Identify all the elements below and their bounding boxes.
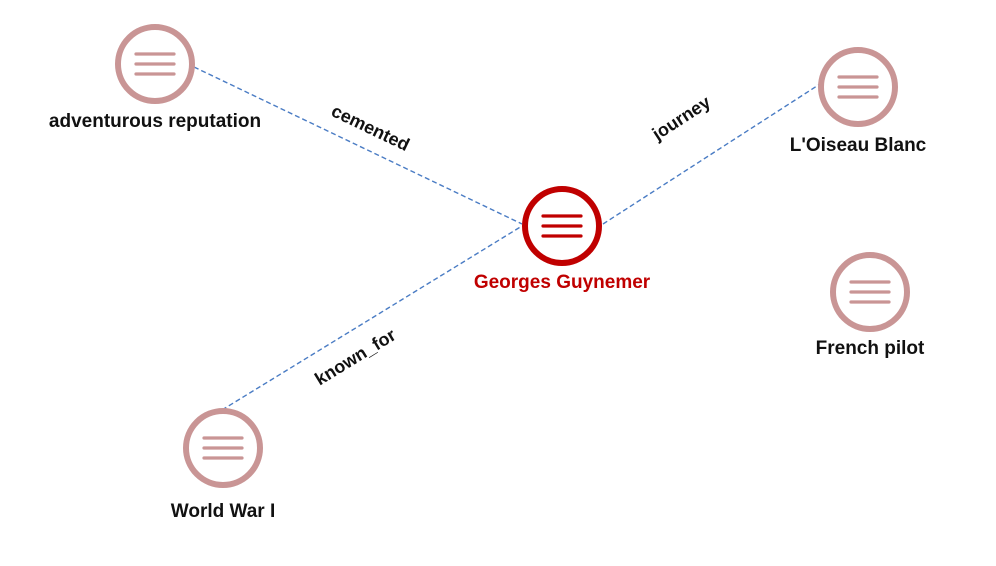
node-label: Georges Guynemer bbox=[474, 272, 651, 293]
edges-layer bbox=[193, 66, 821, 411]
hamburger-menu-icon bbox=[541, 214, 583, 238]
hamburger-menu-icon bbox=[202, 436, 244, 460]
node-french[interactable]: French pilot bbox=[816, 252, 925, 359]
node-adventurous[interactable]: adventurous reputation bbox=[49, 24, 261, 132]
hamburger-menu-icon bbox=[849, 280, 891, 304]
node-label: French pilot bbox=[816, 338, 925, 359]
hamburger-menu-icon bbox=[837, 75, 879, 99]
edge-label-known-for: known_for bbox=[311, 325, 399, 390]
node-oiseau[interactable]: L'Oiseau Blanc bbox=[790, 47, 927, 156]
node-label: World War I bbox=[171, 501, 276, 522]
edge-labels-layer: cemented journey known_for bbox=[311, 92, 714, 389]
node-label: L'Oiseau Blanc bbox=[790, 135, 927, 156]
edge-line-known-for bbox=[221, 225, 523, 411]
node-wwi[interactable]: World War I bbox=[171, 408, 276, 522]
node-center[interactable]: Georges Guynemer bbox=[474, 186, 651, 293]
edge-label-cemented: cemented bbox=[328, 101, 412, 155]
edge-line-journey bbox=[602, 83, 821, 225]
edge-label-journey: journey bbox=[648, 92, 714, 145]
hamburger-menu-icon bbox=[134, 52, 176, 76]
node-label: adventurous reputation bbox=[49, 111, 261, 132]
edge-line-cemented bbox=[193, 66, 523, 225]
nodes-layer: Georges Guynemer adventurous reputationL'… bbox=[49, 24, 927, 522]
